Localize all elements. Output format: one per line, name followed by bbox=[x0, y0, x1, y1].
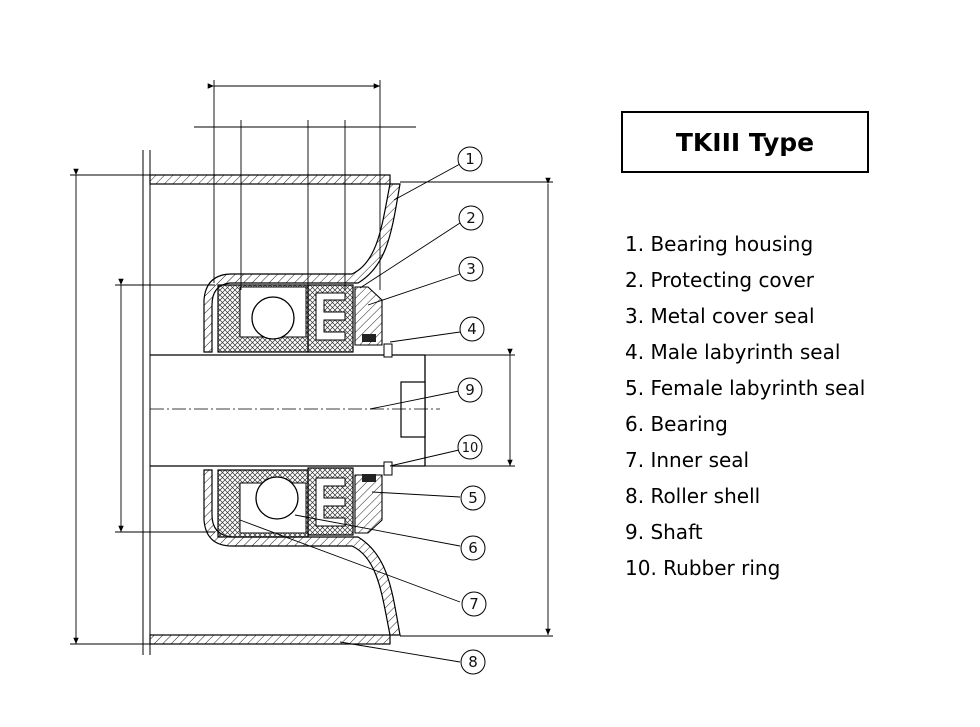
title-box: TKIII Type bbox=[621, 111, 869, 173]
bearing-housing-upper bbox=[203, 183, 401, 353]
svg-text:3: 3 bbox=[466, 260, 476, 278]
callout-6: 6 bbox=[460, 535, 486, 561]
legend-item: 4. Male labyrinth seal bbox=[625, 340, 841, 364]
svg-text:2: 2 bbox=[466, 209, 476, 227]
callout-1: 1 bbox=[457, 146, 483, 172]
svg-text:5: 5 bbox=[468, 489, 478, 507]
roller-cross-section-drawing: 1 2 3 4 9 10 5 6 7 8 bbox=[70, 80, 553, 675]
callout-10: 10 bbox=[457, 434, 483, 460]
bearing-housing-lower bbox=[203, 469, 401, 636]
labyrinth-seal-upper bbox=[307, 284, 383, 353]
bearing-upper bbox=[217, 284, 309, 353]
svg-text:10: 10 bbox=[462, 441, 479, 456]
legend-item: 9. Shaft bbox=[625, 520, 703, 544]
callout-8: 8 bbox=[460, 649, 486, 675]
break-lines bbox=[142, 150, 151, 655]
roller-shell-bottom bbox=[149, 634, 391, 645]
labyrinth-seal-lower bbox=[307, 467, 383, 536]
shaft bbox=[150, 343, 440, 476]
callout-3: 3 bbox=[458, 256, 484, 282]
roller-shell-top bbox=[149, 174, 391, 185]
legend-item: 2. Protecting cover bbox=[625, 268, 815, 292]
legend-item: 1. Bearing housing bbox=[625, 232, 814, 256]
legend-item: 3. Metal cover seal bbox=[625, 304, 815, 328]
svg-text:7: 7 bbox=[469, 595, 479, 613]
dimension-lines bbox=[70, 80, 553, 645]
diagram-title: TKIII Type bbox=[675, 127, 815, 157]
svg-text:1: 1 bbox=[465, 150, 475, 168]
callout-9: 9 bbox=[457, 377, 483, 403]
legend-item: 5. Female labyrinth seal bbox=[625, 376, 866, 400]
legend-item: 7. Inner seal bbox=[625, 448, 750, 472]
callout-5: 5 bbox=[460, 485, 486, 511]
svg-text:9: 9 bbox=[465, 381, 475, 399]
legend-item: 10. Rubber ring bbox=[625, 556, 781, 580]
svg-text:6: 6 bbox=[468, 539, 478, 557]
callout-2: 2 bbox=[458, 205, 484, 231]
parts-legend: 1. Bearing housing 2. Protecting cover 3… bbox=[625, 229, 865, 589]
leader-lines bbox=[239, 163, 461, 663]
svg-text:8: 8 bbox=[468, 653, 478, 671]
legend-item: 8. Roller shell bbox=[625, 484, 761, 508]
callout-7: 7 bbox=[461, 591, 487, 617]
legend-item: 6. Bearing bbox=[625, 412, 728, 436]
svg-text:4: 4 bbox=[467, 320, 477, 338]
bearing-lower bbox=[217, 469, 309, 538]
callout-4: 4 bbox=[459, 316, 485, 342]
